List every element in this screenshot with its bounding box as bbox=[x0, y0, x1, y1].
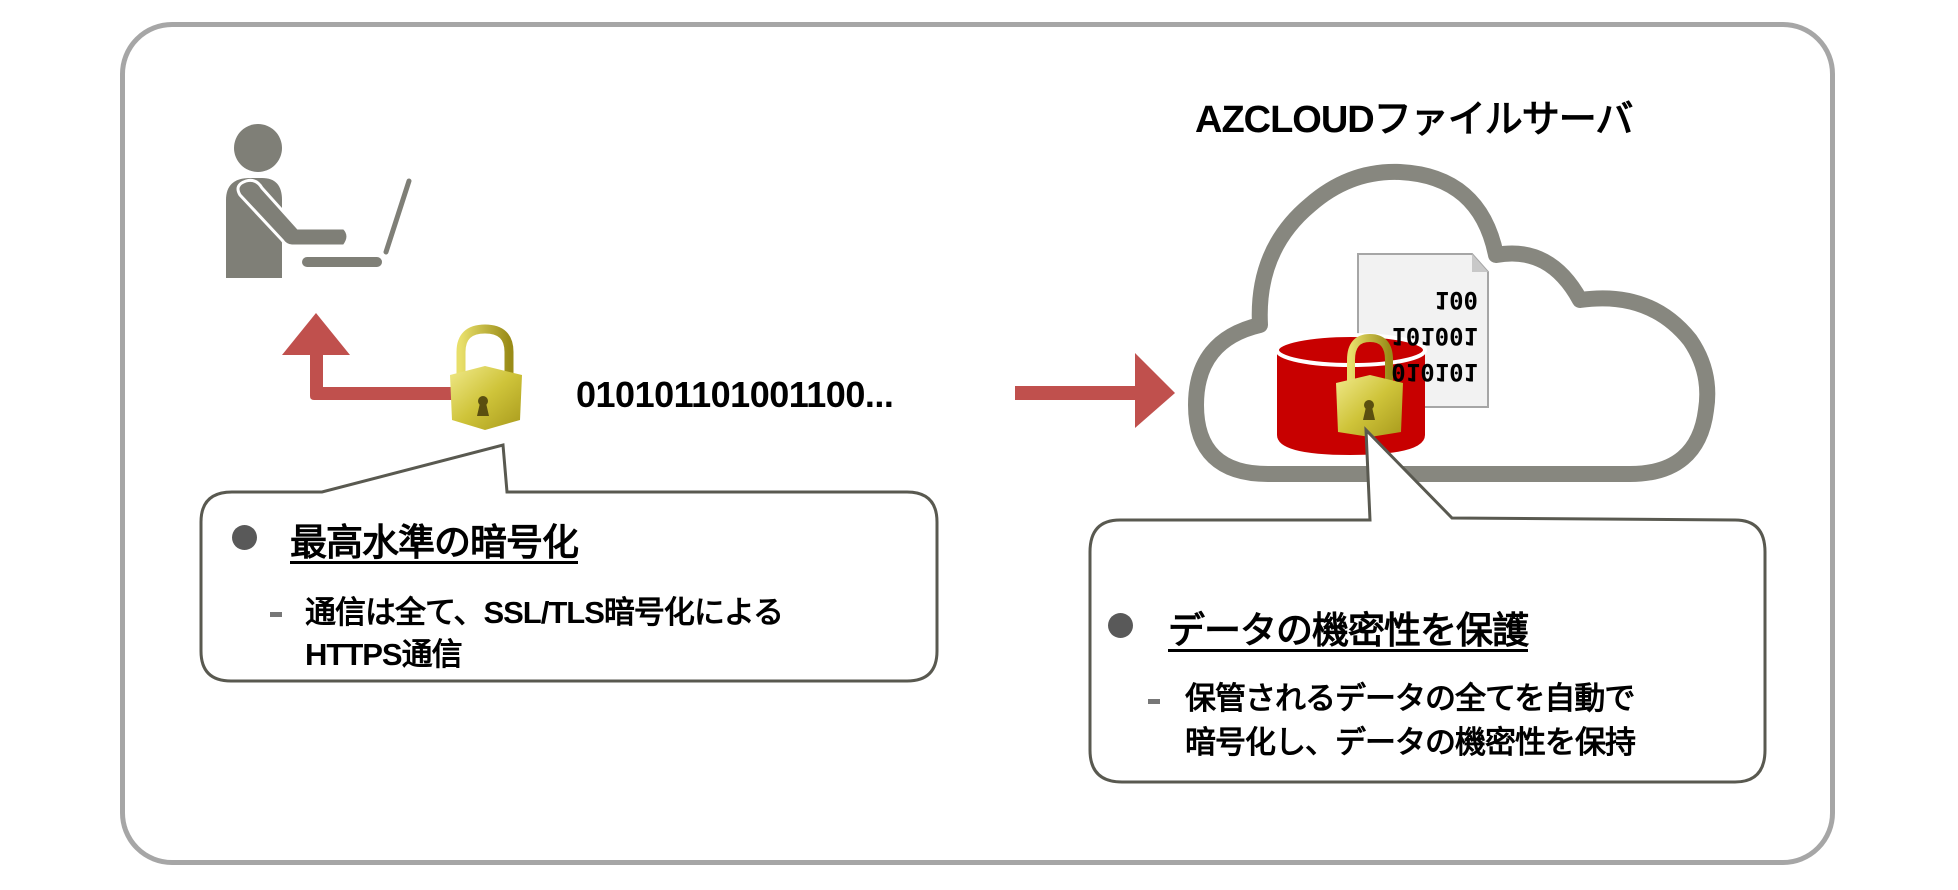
user-with-laptop-icon bbox=[226, 124, 412, 278]
storage-callout-heading: データの機密性を保護 bbox=[1168, 610, 1529, 651]
transport-callout-heading: 最高水準の暗号化 bbox=[290, 522, 579, 563]
laptop-screen bbox=[383, 178, 412, 255]
storage-callout-box bbox=[1088, 426, 1767, 784]
document-data-line: 010101 bbox=[1391, 358, 1478, 386]
bullet-icon bbox=[1108, 613, 1133, 638]
transport-callout-body-line: 通信は全て、SSL/TLS暗号化による bbox=[305, 595, 784, 630]
user-arm bbox=[236, 178, 350, 248]
padlock-icon bbox=[450, 324, 522, 430]
document-data-line: 100 bbox=[1434, 286, 1478, 314]
diagram-frame bbox=[120, 22, 1835, 865]
laptop-base bbox=[302, 257, 382, 267]
dash-icon bbox=[1148, 699, 1160, 704]
server-title: AZCLOUDファイルサーバ bbox=[1195, 99, 1633, 141]
dash-icon bbox=[270, 612, 282, 617]
bullet-icon bbox=[232, 525, 257, 550]
user-head bbox=[234, 124, 282, 172]
storage-callout-body-line: 暗号化し、データの機密性を保持 bbox=[1185, 725, 1636, 760]
transport-callout-body-line: HTTPS通信 bbox=[305, 637, 463, 672]
arrow-right-icon bbox=[1015, 353, 1175, 428]
transport-callout-box bbox=[199, 443, 939, 683]
document-data: 010101 101001 100 bbox=[1366, 282, 1478, 390]
storage-callout-body-line: 保管されるデータの全てを自動で bbox=[1185, 681, 1635, 716]
document-data-line: 101001 bbox=[1391, 322, 1478, 350]
arrow-up-icon bbox=[282, 313, 452, 400]
padlock-icon bbox=[1336, 333, 1403, 437]
transmission-data-text: 010101101001100... bbox=[576, 374, 894, 415]
